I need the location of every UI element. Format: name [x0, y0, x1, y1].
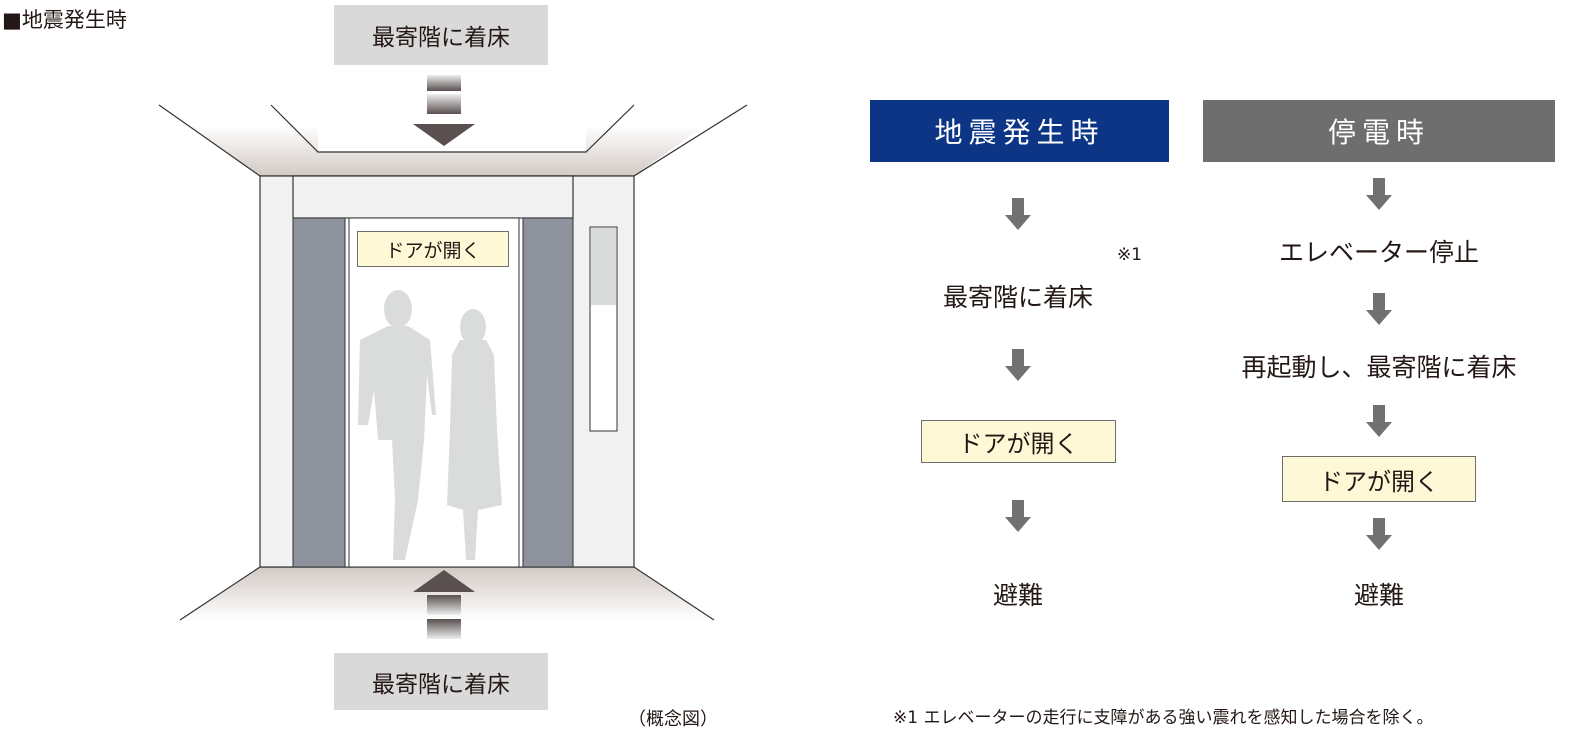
- down-arrow-icon: [413, 75, 475, 146]
- step-evacuate: 避難: [1353, 581, 1405, 610]
- step-nearest-floor: 最寄階に着床: [942, 283, 1094, 312]
- door-open-sign: ドアが開く: [357, 231, 509, 267]
- ceiling: [158, 104, 748, 177]
- up-arrow-icon: [413, 570, 475, 639]
- section-title: ■地震発生時: [2, 8, 127, 32]
- top-floor-label: 最寄階に着床: [334, 5, 548, 65]
- elevator-illustration: [158, 75, 748, 639]
- diagram-caption: （概念図）: [628, 709, 718, 730]
- right-door: [522, 217, 574, 568]
- note-mark: ※1: [1117, 245, 1143, 265]
- step-elevator-stop: エレベーター停止: [1278, 238, 1480, 267]
- step-evacuate: 避難: [992, 581, 1044, 610]
- door-header: [292, 175, 574, 219]
- arrow-down-icon: [1366, 518, 1392, 550]
- step-door-open: ドアが開く: [921, 420, 1116, 463]
- people-silhouettes: [358, 290, 502, 560]
- left-door: [292, 217, 346, 568]
- arrow-down-icon: [1005, 198, 1031, 230]
- step-restart: 再起動し、最寄階に着床: [1241, 353, 1517, 382]
- arrow-down-icon: [1005, 349, 1031, 381]
- bottom-floor-label: 最寄階に着床: [334, 653, 548, 710]
- footnote: ※1 エレベーターの走行に支障がある強い震れを感知した場合を除く。: [893, 708, 1434, 728]
- arrow-down-icon: [1366, 405, 1392, 437]
- earthquake-header: 地震発生時: [870, 100, 1169, 162]
- blackout-header: 停電時: [1203, 100, 1555, 162]
- arrow-down-icon: [1005, 500, 1031, 532]
- arrow-down-icon: [1366, 293, 1392, 325]
- arrow-down-icon: [1366, 178, 1392, 210]
- step-door-open: ドアが開く: [1282, 456, 1476, 502]
